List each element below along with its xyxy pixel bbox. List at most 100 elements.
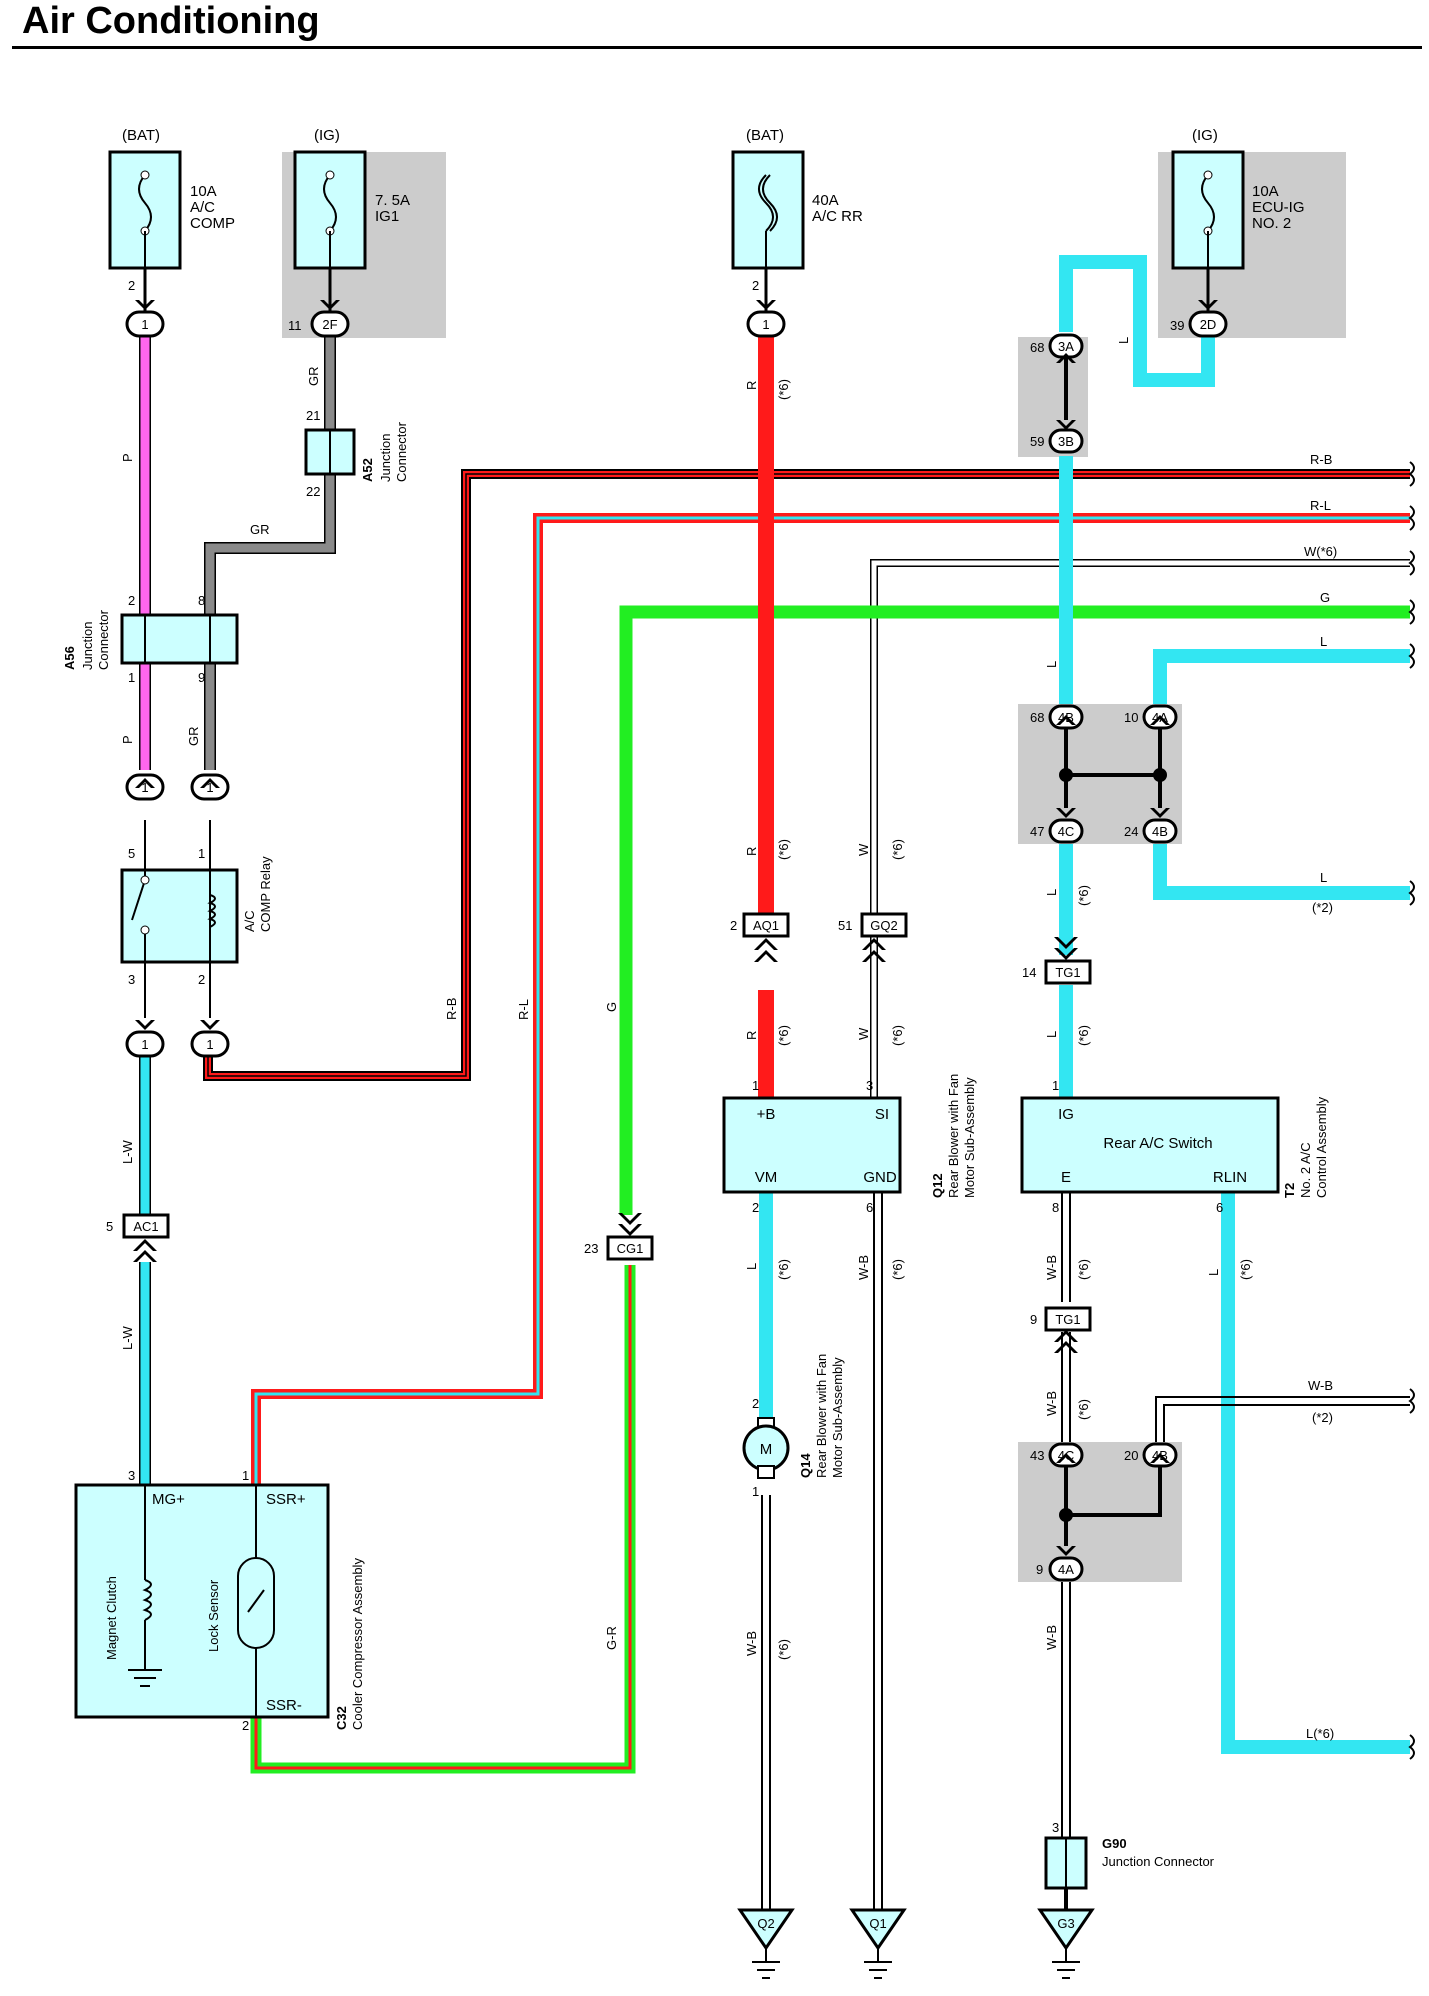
component-C32 <box>74 1483 330 1719</box>
pin-number: 5 <box>128 846 135 861</box>
pin-number: 5 <box>106 1219 113 1234</box>
component-name: Cooler Compressor Assembly <box>350 1558 365 1730</box>
terminal-label: IG <box>1058 1106 1074 1123</box>
pin-number: 24 <box>1124 824 1138 839</box>
wire-label: (*6) <box>776 839 791 860</box>
ground-label: Q2 <box>757 1916 774 1931</box>
component-name: A/C <box>242 910 257 932</box>
connector-label: 4B <box>1152 824 1168 839</box>
wire-label: L(*6) <box>1306 1726 1334 1741</box>
wire-label: (*6) <box>776 1639 791 1660</box>
wire-label: (*6) <box>890 839 905 860</box>
connector-label: GQ2 <box>870 918 897 933</box>
wire-label: L <box>1044 1031 1059 1038</box>
wire-L <box>759 255 1410 1754</box>
wire-label: W-B <box>1044 1255 1059 1280</box>
pin-number: 2 <box>752 1200 759 1215</box>
connector-label: 1 <box>206 1037 213 1052</box>
label-Q12: +B SI VM GND Q12 Rear Blower with Fan Mo… <box>755 1074 977 1198</box>
component-inner-label: Lock Sensor <box>206 1579 221 1652</box>
component-name: No. 2 A/C <box>1298 1142 1313 1198</box>
component-name: Connector <box>96 609 111 670</box>
component-name: Connector <box>394 421 409 482</box>
terminal-label: GND <box>863 1169 897 1186</box>
wire-label: W <box>856 843 871 856</box>
pin-number: 2 <box>752 1396 759 1411</box>
pin-number: 1 <box>198 846 205 861</box>
component-name: Junction <box>80 622 95 670</box>
pin-number: 2 <box>128 593 135 608</box>
wire-label: R <box>744 847 759 856</box>
wire-label: L <box>1320 870 1327 885</box>
pin-number: 1 <box>128 670 135 685</box>
wire-label: G <box>1320 590 1330 605</box>
fuse-label-line: 40A <box>812 192 839 209</box>
wire-label: W-B <box>1044 1391 1059 1416</box>
component-code: A56 <box>62 646 77 670</box>
pin-number: 68 <box>1030 340 1044 355</box>
pin-number: 2 <box>752 278 759 293</box>
pin-number: 1 <box>1052 1078 1059 1093</box>
fuse-label-line: A/C RR <box>812 208 863 225</box>
fuse-ig1 <box>293 150 367 270</box>
connector-label: AC1 <box>133 1219 158 1234</box>
component-code: Q14 <box>798 1453 813 1478</box>
component-code: G90 <box>1102 1836 1127 1851</box>
wire-label: P <box>120 453 135 462</box>
wire-label: (*6) <box>776 379 791 400</box>
connector-label: 1 <box>762 317 769 332</box>
pin-number: 8 <box>198 593 205 608</box>
wire-label: (*6) <box>890 1259 905 1280</box>
wire-label: (*6) <box>1076 1259 1091 1280</box>
wire-label: L <box>1116 337 1131 344</box>
component-Q14-motor <box>742 1417 790 1479</box>
ground-bars <box>752 1948 1080 1979</box>
connector-label: TG1 <box>1055 1312 1080 1327</box>
terminal-label: SSR+ <box>266 1491 306 1508</box>
pin-number: 14 <box>1022 965 1036 980</box>
terminal-label: RLIN <box>1213 1169 1247 1186</box>
source-bat-2: (BAT) <box>746 127 784 144</box>
fuse-label-line: NO. 2 <box>1252 215 1291 232</box>
fuse-label-line: 7. 5A <box>375 192 410 209</box>
terminal-label: MG+ <box>152 1491 185 1508</box>
component-T2 <box>1020 1096 1280 1194</box>
pin-number: 3 <box>1052 1820 1059 1835</box>
fuse-to-connector-stubs <box>143 268 1210 312</box>
wire-label: G <box>604 1002 619 1012</box>
wire-label: (*6) <box>1076 1025 1091 1046</box>
page-title: Air Conditioning <box>22 0 320 42</box>
wire-label: (*6) <box>1076 1399 1091 1420</box>
terminal-label: SI <box>875 1106 889 1123</box>
label-A56: A56 Junction Connector <box>62 609 111 670</box>
component-code: T2 <box>1282 1183 1297 1198</box>
junction-connector-A52 <box>304 428 356 476</box>
ground-symbols <box>737 1908 1095 1951</box>
connector-label: 1 <box>141 317 148 332</box>
inline-connectors <box>122 912 1092 1332</box>
connector-label: 4C <box>1058 824 1075 839</box>
fuse-label-line: 10A <box>190 183 217 200</box>
wire-label: W(*6) <box>1304 544 1337 559</box>
wire-label: R-L <box>1310 498 1331 513</box>
component-code: A52 <box>360 458 375 482</box>
label-T2: IG Rear A/C Switch E RLIN T2 No. 2 A/C C… <box>1058 1096 1329 1198</box>
wire-label: (*6) <box>1076 885 1091 906</box>
wire-label: GR <box>306 367 321 387</box>
component-name: Junction Connector <box>1102 1854 1215 1869</box>
fuse-label-line: 10A <box>1252 183 1279 200</box>
wire-label: L <box>1320 634 1327 649</box>
wire-R-L <box>251 513 1410 1485</box>
label-Q14: M Q14 Rear Blower with Fan Motor Sub-Ass… <box>760 1354 845 1478</box>
connector-label: TG1 <box>1055 965 1080 980</box>
connector-label: 4C <box>1058 1448 1075 1463</box>
fuse-label-line: ECU-IG <box>1252 199 1305 216</box>
connector-label: 4A <box>1058 1562 1074 1577</box>
wire-label: W-B <box>856 1255 871 1280</box>
wire-label: (*6) <box>890 1025 905 1046</box>
source-ig-1: (IG) <box>314 127 340 144</box>
pin-number: 1 <box>752 1484 759 1499</box>
pin-number: 21 <box>306 408 320 423</box>
connector-label: 2D <box>1200 317 1217 332</box>
